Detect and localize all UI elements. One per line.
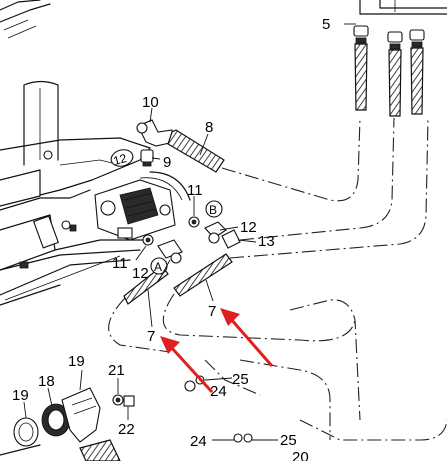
part-label-21: 21 — [108, 362, 125, 379]
part-label-11-lower: 11 — [112, 255, 128, 272]
callout-a-label: A — [154, 260, 162, 274]
hose-7-left — [123, 265, 169, 305]
part-label-7-left: 7 — [147, 328, 155, 345]
hose-routing-lines — [108, 117, 447, 441]
red-arrow-right[interactable] — [220, 308, 274, 367]
part-label-11-upper: 11 — [187, 182, 203, 199]
fitting-12-upper — [204, 221, 227, 244]
part-label-8: 8 — [205, 119, 213, 136]
part-label-12-lower: 12 — [132, 265, 149, 282]
valve-assembly — [94, 171, 191, 241]
part-label-19-clamp: 19 — [12, 387, 29, 404]
part-label-18: 18 — [38, 373, 55, 390]
part-label-24-lower: 24 — [190, 433, 207, 450]
hose-8 — [167, 129, 225, 173]
part-label-24-upper: 24 — [210, 383, 227, 400]
fitting-12-lower — [157, 239, 183, 264]
part-label-20-partial: 20 — [292, 449, 309, 461]
hose-7-right — [173, 253, 233, 297]
badge-label: 12 — [112, 151, 129, 168]
fitting-11-lower — [142, 234, 154, 246]
leader-lines — [23, 107, 257, 420]
part-label-13: 13 — [258, 233, 275, 250]
red-arrow-left[interactable] — [160, 336, 214, 394]
circled-badge: 12 — [110, 149, 134, 168]
vertical-hoses — [344, 0, 447, 117]
fitting-13 — [221, 229, 241, 249]
fitting-11-upper — [188, 216, 200, 228]
part-label-19-elbow: 19 — [68, 353, 85, 370]
callout-b-label: B — [209, 203, 217, 217]
callout-a: A — [150, 257, 168, 275]
callout-b: B — [205, 200, 223, 218]
part-label-5: 5 — [322, 16, 330, 33]
part-label-22: 22 — [118, 421, 135, 438]
part-label-12-upper: 12 — [240, 219, 257, 236]
part-label-10: 10 — [142, 94, 159, 111]
part-label-7-right: 7 — [208, 303, 216, 320]
fitting-10 — [136, 119, 175, 147]
machine-body — [0, 0, 151, 306]
part-label-25-lower: 25 — [280, 432, 297, 449]
bottom-parts — [0, 387, 135, 461]
part-label-9: 9 — [163, 154, 171, 171]
part-label-25-upper: 25 — [232, 371, 249, 388]
fitting-9 — [140, 149, 154, 167]
